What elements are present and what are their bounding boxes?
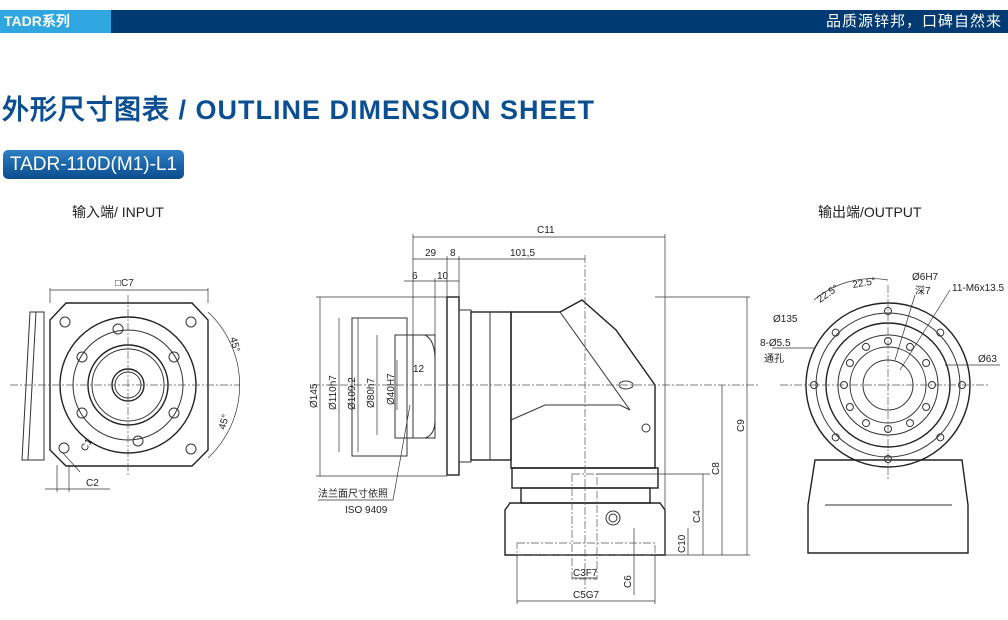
c7-label: □C7 [115,278,134,289]
dia-80: Ø80h7 [366,378,377,408]
dia-40: Ø40H7 [386,373,397,405]
angle-label-2: 45° [217,413,232,430]
c2-label: C2 [86,478,99,489]
c9-label: C9 [736,419,747,432]
flange-note: 法兰面尺寸依照 [318,487,388,500]
iso-note: ISO 9409 [345,505,388,516]
c11-label: C11 [537,225,555,236]
output-caption: 输出端/OUTPUT [818,204,922,220]
through-hole [936,433,945,442]
pin-depth-label: 深7 [915,285,931,297]
c4-label: C4 [692,510,703,523]
input-view-drawing: □C7 C2 C1 45° 45° [10,278,242,492]
c6-label: C6 [623,575,634,588]
page-title: 外形尺寸图表 / OUTLINE DIMENSION SHEET [2,95,596,125]
dia-110: Ø110h7 [328,375,339,410]
through-hole [831,328,840,337]
angle-label-1: 22.5° [815,283,841,305]
threaded-hole [906,419,914,428]
dia-135: Ø135 [773,314,798,325]
angle-label-2: 22.5° [852,276,877,291]
c1-label: C1 [79,437,95,454]
threaded-hole [845,403,854,411]
threaded-hole [922,403,931,411]
threaded-hole [845,359,854,367]
dim-10: 10 [437,271,449,282]
dim-8: 8 [450,248,456,259]
through-hole [936,328,945,337]
pin-label: Ø6H7 [912,272,939,283]
through-hole [831,433,840,442]
threaded-hole [862,419,870,428]
dim-101-5: 101,5 [510,248,535,259]
dim-6: 6 [412,271,418,282]
model-badge: TADR-110D(M1)-L1 [3,150,184,179]
c8-label: C8 [711,462,722,475]
threaded-hole [922,359,931,367]
threaded-hole [906,342,914,351]
through-label: 通孔 [764,353,784,365]
threaded-hole [862,342,870,351]
c10-label: C10 [677,534,688,553]
angle-label-1: 45° [227,336,242,353]
dim-29: 29 [425,248,437,259]
dia-63: Ø63 [978,354,997,365]
thread-label: 11-M6x13.5 [952,283,1005,294]
c3-label: C3F7 [573,568,598,579]
series-label: TADR系列 [0,10,111,33]
dim-12: 12 [413,364,425,375]
holes-label: 8-Ø5.5 [760,338,791,349]
c5-label: C5G7 [573,590,600,601]
input-caption: 输入端/ INPUT [72,204,164,220]
side-view-drawing: C11 29 8 101,5 6 10 12 Ø145 Ø110h7 Ø109.… [309,225,760,604]
dia-145: Ø145 [309,383,320,408]
dia-109-2: Ø109.2 [347,377,358,410]
slogan: 品质源锌邦，口碑自然来 [111,10,1008,33]
output-view-drawing: 22.5° 22.5° Ø6H7 深7 11-M6x13.5 Ø135 Ø63 … [760,272,1005,554]
